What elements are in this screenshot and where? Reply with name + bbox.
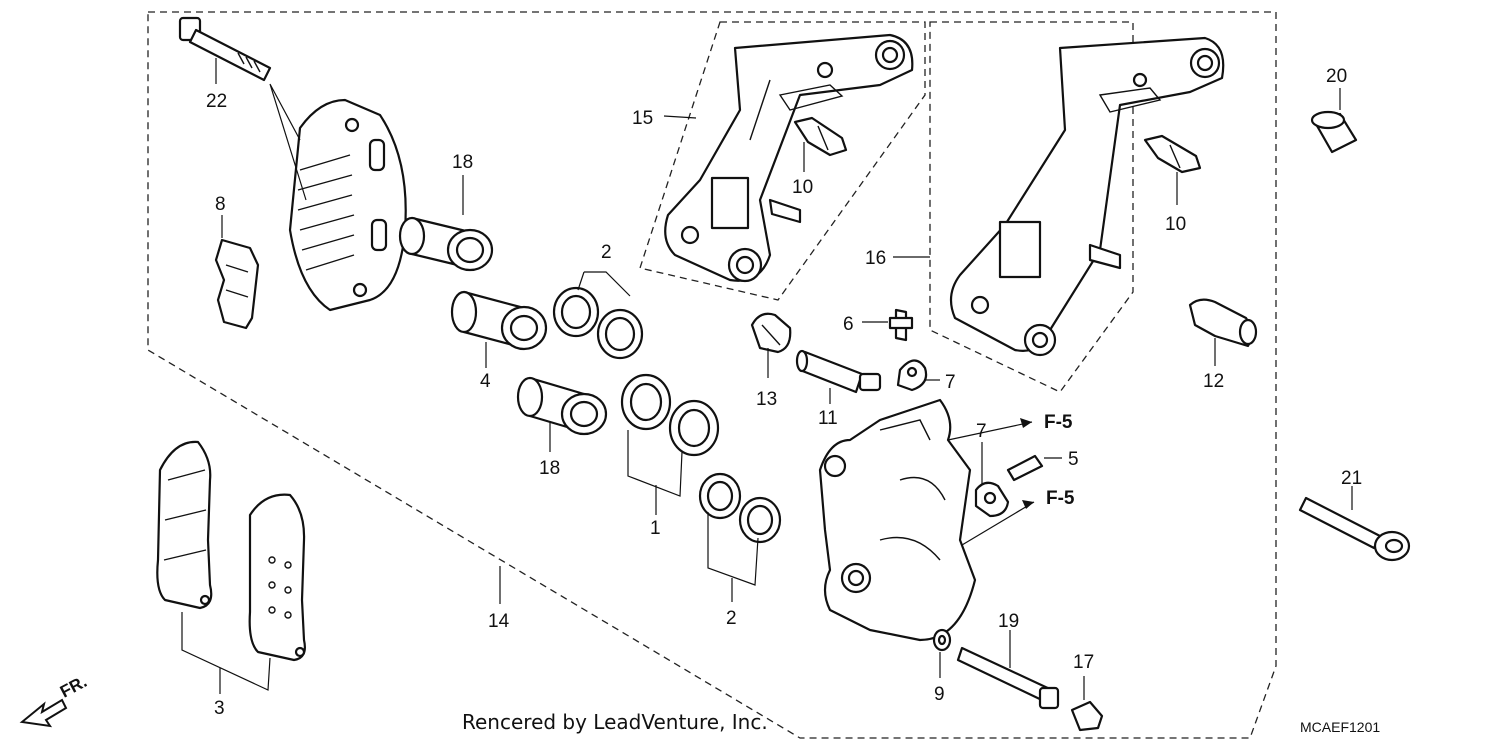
clip-part-10-left[interactable]	[793, 116, 848, 157]
label-part-18-upper: 18	[452, 152, 473, 173]
label-part-18-lower: 18	[539, 458, 560, 479]
label-part-12: 12	[1203, 371, 1224, 392]
washer-part-7-lower[interactable]	[974, 481, 1010, 518]
label-part-2-upper: 2	[601, 242, 612, 263]
label-part-7-upper: 7	[945, 372, 956, 393]
diagram-code: MCAEF1201	[1300, 719, 1380, 735]
label-part-4: 4	[480, 371, 491, 392]
label-part-15: 15	[632, 108, 653, 129]
sleeve-part-18-lower[interactable]	[516, 376, 608, 436]
label-part-2-lower: 2	[726, 608, 737, 629]
label-part-22: 22	[206, 91, 227, 112]
label-part-21: 21	[1341, 468, 1362, 489]
brake-pad-part-3-a[interactable]	[156, 440, 213, 610]
seal-part-2-upper[interactable]	[552, 286, 644, 360]
bleeder-screw-part-5[interactable]	[1006, 454, 1044, 482]
label-part-10-right: 10	[1165, 214, 1186, 235]
bolt-part-12[interactable]	[1188, 298, 1258, 348]
label-part-10-left: 10	[792, 177, 813, 198]
pad-spring-part-8[interactable]	[214, 238, 260, 330]
clip-part-10-right[interactable]	[1143, 134, 1202, 174]
sleeve-part-18-upper[interactable]	[398, 216, 494, 272]
front-direction-indicator: FR.	[19, 672, 90, 728]
bolt-part-22[interactable]	[178, 16, 272, 82]
label-part-1: 1	[650, 518, 661, 539]
sleeve-part-4[interactable]	[450, 290, 548, 351]
caliper-assembly-outline	[147, 11, 1277, 739]
bolt-part-21[interactable]	[1298, 496, 1411, 562]
credit-text: Rencered by LeadVenture, Inc.	[462, 710, 768, 734]
label-part-11: 11	[818, 408, 838, 429]
seal-part-1[interactable]	[620, 373, 720, 457]
bracket-part-16[interactable]	[949, 36, 1225, 357]
label-part-6: 6	[843, 314, 854, 335]
bracket-15-outline	[639, 21, 926, 301]
front-direction-label: FR.	[57, 672, 90, 702]
label-part-19: 19	[998, 611, 1019, 632]
cap-part-13[interactable]	[750, 312, 792, 354]
arrow-head-f5-lower	[1022, 500, 1034, 509]
label-part-20: 20	[1326, 66, 1347, 87]
front-arrow-icon	[19, 698, 68, 728]
bleeder-part-6[interactable]	[888, 308, 914, 342]
label-part-14: 14	[488, 611, 510, 632]
leader-lines	[181, 58, 1353, 700]
label-part-8: 8	[215, 194, 226, 215]
bracket-16-outline	[929, 21, 1134, 393]
bracket-part-15[interactable]	[664, 33, 914, 283]
label-part-9: 9	[934, 684, 945, 705]
label-part-5: 5	[1068, 449, 1079, 470]
brake-pad-part-3-b[interactable]	[248, 493, 306, 662]
pin-part-19[interactable]	[956, 646, 1060, 710]
seal-part-2-lower[interactable]	[698, 472, 782, 544]
reference-f5-upper: F-5	[1044, 412, 1073, 433]
caliper-body[interactable]	[818, 398, 977, 642]
nut-part-17[interactable]	[1070, 700, 1104, 732]
collar-part-20[interactable]	[1310, 110, 1358, 154]
label-part-3: 3	[214, 698, 225, 719]
label-part-16: 16	[865, 248, 886, 269]
washer-part-9[interactable]	[932, 628, 952, 652]
washer-part-7-upper[interactable]	[896, 359, 928, 392]
arrow-head-f5-upper	[1020, 418, 1032, 428]
caliper-cover[interactable]	[288, 98, 407, 312]
label-part-17: 17	[1073, 652, 1094, 673]
label-part-7-lower: 7	[976, 421, 987, 442]
label-part-13: 13	[756, 389, 777, 410]
reference-f5-lower: F-5	[1046, 488, 1075, 509]
pin-part-11[interactable]	[795, 349, 882, 394]
